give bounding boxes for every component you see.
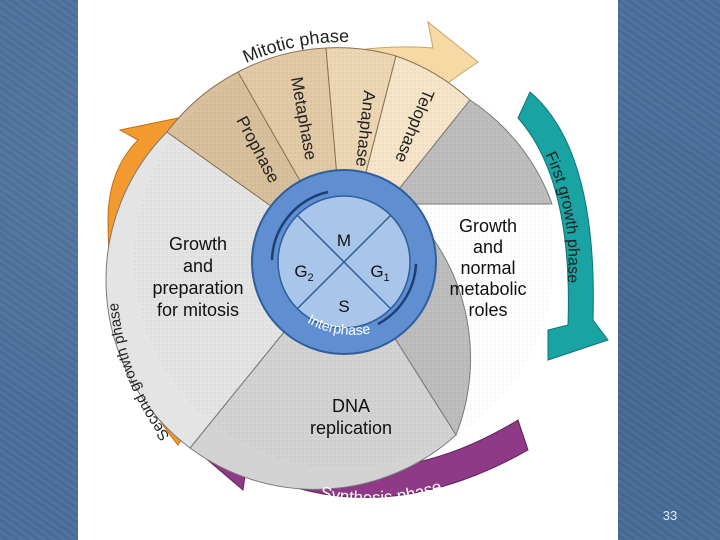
svg-text:roles: roles [468, 300, 507, 320]
svg-text:and: and [473, 237, 503, 257]
svg-text:DNA: DNA [332, 396, 370, 416]
svg-text:metabolic: metabolic [449, 279, 526, 299]
cell-cycle-diagram: Mitotic phase First growth phase Synthes… [105, 20, 609, 507]
ring-arrow-left [270, 190, 329, 261]
g1-description: Growth and normal metabolic roles [449, 216, 526, 320]
g1-center-label: G1 [370, 262, 389, 284]
svg-text:Growth: Growth [169, 234, 227, 254]
g2-center-label: G2 [294, 262, 313, 284]
svg-text:preparation: preparation [152, 278, 243, 298]
first-growth-phase-arrow [517, 91, 609, 361]
slide-number: 33 [662, 508, 678, 523]
inner-divider [296, 214, 392, 310]
svg-text:normal: normal [460, 258, 515, 278]
s-center-label: S [338, 297, 349, 316]
s-description: DNA replication [310, 396, 392, 438]
m-label: M [337, 231, 351, 250]
svg-text:Growth: Growth [459, 216, 517, 236]
svg-text:replication: replication [310, 418, 392, 438]
ring-arrow-right [377, 263, 418, 326]
svg-text:for mitosis: for mitosis [157, 300, 239, 320]
svg-text:and: and [183, 256, 213, 276]
g2-description: Growth and preparation for mitosis [152, 234, 243, 320]
